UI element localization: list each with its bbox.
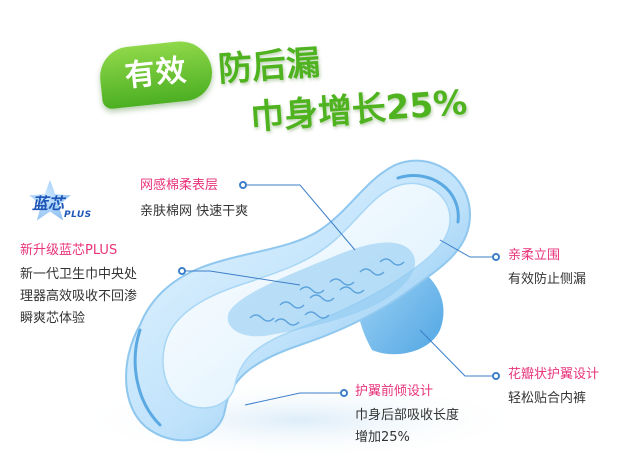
callout-front: 护翼前倾设计 巾身后部吸收长度 增加25% xyxy=(355,383,459,449)
leader-wings xyxy=(419,329,496,377)
callout-wings-desc: 轻松贴合内裤 xyxy=(508,391,587,406)
headline: 有效 防后漏 巾身增长25% xyxy=(97,38,530,148)
callout-dot-top-sheet xyxy=(239,181,247,189)
core-pattern xyxy=(249,258,405,326)
leader-top-sheet xyxy=(243,184,356,251)
callout-core-desc-2: 理器高效吸收不回渗 xyxy=(20,289,138,304)
leader-front xyxy=(244,392,344,406)
leader-lines xyxy=(182,184,496,406)
callout-barrier-title: 亲柔立围 xyxy=(508,248,561,263)
callout-wings-title: 花瓣状护翼设计 xyxy=(508,367,600,382)
callout-top-sheet-title: 网感棉柔表层 xyxy=(140,178,219,193)
headline-badge: 有效 xyxy=(97,38,215,110)
brand-logo: 蓝芯 PLUS xyxy=(26,180,98,226)
brand-suffix: PLUS xyxy=(64,210,92,220)
callout-core-desc-1: 新一代卫生巾中央处 xyxy=(20,267,138,282)
callout-front-desc-1: 巾身后部吸收长度 xyxy=(355,408,460,423)
leader-core xyxy=(182,270,301,286)
brand-name: 蓝芯 xyxy=(32,194,65,213)
callout-dot-barrier xyxy=(492,253,500,261)
callout-core-desc-3: 瞬爽芯体验 xyxy=(20,311,86,326)
headline-line1: 防后漏 xyxy=(216,42,322,90)
pad-side-barrier xyxy=(396,174,460,224)
callout-front-title: 护翼前倾设计 xyxy=(355,384,434,399)
callout-top-sheet-desc: 亲肤棉网 快速干爽 xyxy=(140,204,249,219)
callout-core-title: 新升级蓝芯PLUS xyxy=(20,243,118,258)
pad-front-wing xyxy=(133,328,162,427)
callout-core: 新升级蓝芯PLUS 新一代卫生巾中央处 理器高效吸收不回渗 瞬爽芯体验 xyxy=(20,242,137,330)
callout-dot-core xyxy=(178,267,186,275)
headline-badge-text: 有效 xyxy=(123,52,189,95)
leader-barrier xyxy=(439,239,496,258)
callout-front-desc-2: 增加25% xyxy=(355,430,410,445)
callout-top-sheet: 网感棉柔表层 亲肤棉网 快速干爽 xyxy=(140,177,248,223)
pad-blue-core xyxy=(227,242,416,337)
callout-wings: 花瓣状护翼设计 轻松贴合内裤 xyxy=(508,366,599,410)
callout-barrier: 亲柔立围 有效防止侧漏 xyxy=(508,247,586,291)
callout-dot-front xyxy=(340,389,348,397)
callout-dot-wings xyxy=(492,372,500,380)
callout-barrier-desc: 有效防止侧漏 xyxy=(508,272,587,287)
